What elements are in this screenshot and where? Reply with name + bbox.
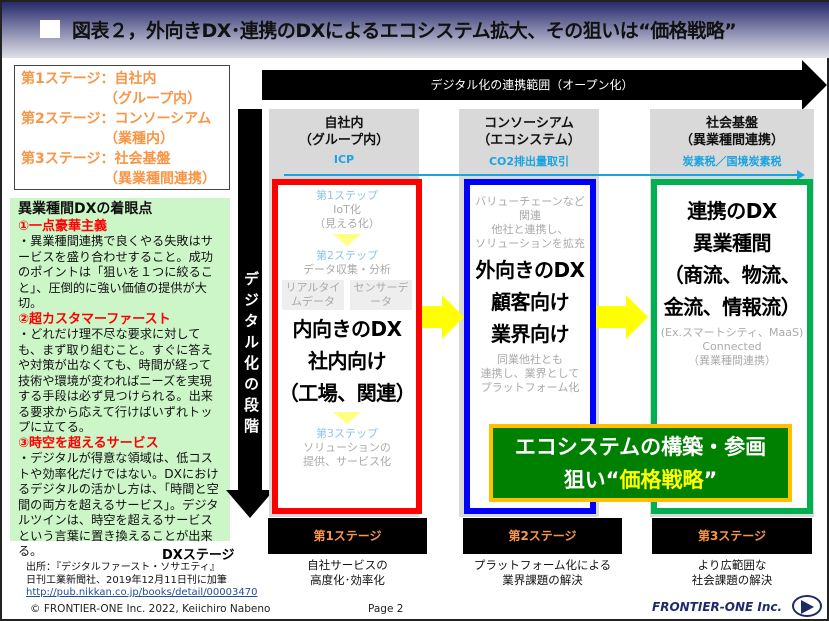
source-link[interactable]: http://pub.nikkan.co.jp/books/detail/000… [26,587,258,598]
bullet-square-icon [40,20,60,38]
aim-text: ” [703,468,718,492]
point-body: ・どれだけ理不尽な要求に対しても、まず取り組むこと。すぐに答えや対策が出なくても… [18,327,213,434]
step-label: 第1ステップ [316,189,378,202]
step-text: 提供、サービス化 [303,455,391,468]
stage-3-caption: より広範囲な社会課題の解決 [652,558,812,588]
desc-text: (Ex.スマートシティ、MaaS) [660,326,804,339]
inward-dx-frame: 第1ステップ IoT化 （見える化） 第2ステップ データ収集・分析 リアルタイ… [272,179,422,514]
dx-heading: 連携のDX [687,199,777,223]
dx-stage-label: DXステージ [162,548,235,563]
source-line: 出所：『デジタルファースト・ソサエティ』 [26,562,220,573]
column-tag: 炭素税／国境炭素税 [682,155,782,168]
desc-text: ソリューションを拡充 [475,237,585,250]
page-title: 図表２，外向きDX･連携のDXによるエコシステム拡大、その狙いは“価格戦略” [72,20,737,42]
page-number: Page 2 [368,603,404,615]
caption-line: 業界課題の解決 [502,573,583,587]
arrow-head-icon [626,295,648,339]
carbon-price-line [284,174,799,176]
step-label: 第2ステップ [316,249,378,262]
stage-3-label: 第3ステージ [652,518,812,554]
title-bar: 図表２，外向きDX･連携のDXによるエコシステム拡大、その狙いは“価格戦略” [2,2,829,58]
point-body: ・デジタルが得意な領域は、低コストや効率化だけではない。DXにおけるデジタルの活… [18,451,219,558]
dx-target: （工場、関連） [278,381,416,405]
step-text: IoT化 [333,203,361,216]
step-label: 第3ステップ [316,427,378,440]
dx-target: 異業種間 [693,231,772,255]
column-title: 社会基盤 [705,116,758,131]
stage-1-label: 第1ステージ [268,518,427,554]
column-subtitle: （異業種間連携） [679,133,784,148]
column-title: コンソーシアム [484,116,574,131]
legend-line: 第1ステージ：自社内 [21,71,157,87]
step-text: データ収集・分析 [303,263,391,276]
stage-legend: 第1ステージ：自社内 （グループ内） 第2ステージ：コンソーシアム （業種内） … [14,65,230,190]
stage-2-label: 第2ステージ [463,518,622,554]
down-arrow-icon [333,234,361,246]
digitalization-stage-arrow: デジタル化の段階 [238,109,262,491]
desc-text: 連携し、業界として [480,367,580,380]
stage-2-caption: プラットフォーム化による業界課題の解決 [463,558,622,588]
desc-text: 同業他社とも [497,353,563,366]
dx-target: 金流、情報流） [663,295,801,319]
stage-1-caption: 自社サービスの高度化･効率化 [268,558,427,588]
copyright: © FRONTIER-ONE Inc. 2022, Keiichiro Nabe… [30,603,271,615]
source-note: 出所：『デジタルファースト・ソサエティ』 日刊工業新聞社、2019年12月11日… [26,562,257,600]
ecosystem-callout: エコシステムの構築・参画 狙い“価格戦略” [489,424,792,502]
ecosystem-text: エコシステムの構築・参画 [514,435,767,459]
arrow-head-right-icon [802,60,827,110]
caption-line: プラットフォーム化による [473,558,612,572]
column-tag: CO2排出量取引 [488,155,570,168]
caption-line: 自社サービスの [307,558,388,572]
desc-text: 他社と連携し、 [491,223,569,236]
column-subtitle: （グループ内） [298,133,390,148]
column-subtitle: （エコシステム） [477,133,581,148]
desc-text: Connected [702,340,762,353]
point-heading: ③時空を超えるサービス [18,435,159,451]
key-points-box: 異業種間DXの着眼点 ①一点豪華主義 ・異業種間連携で良くやる失敗はサービスを盛… [10,198,230,558]
dx-target: （商流、物流、 [663,263,801,287]
source-line: 日刊工業新聞社、2019年12月11日刊に加筆 [26,574,227,586]
point-heading: ②超カスタマーファースト [18,311,171,327]
price-strategy-text: 価格戦略 [619,468,704,492]
legend-line: （業種内） [104,131,174,147]
dx-heading: 外向きのDX [475,258,585,282]
progress-arrow-icon [596,306,626,328]
legend-line: 第3ステージ：社会基盤 [21,151,171,167]
point-heading: ①一点豪華主義 [18,218,108,234]
desc-text: バリューチェーンなど関連 [475,195,585,222]
company-logo-icon [792,595,822,617]
point-body: ・異業種間連携で良くやる失敗はサービスを盛り合わせすること。成功のポイントは「狙… [18,234,213,310]
column-title: 自社内 [324,116,364,131]
data-box: リアルタイムデータ [282,280,344,310]
desc-text: プラットフォーム化 [480,381,580,394]
desc-text: （異業種間連携） [688,354,776,367]
aim-text: 狙い“ [563,468,620,492]
dx-heading: 内向きのDX [292,317,402,341]
column-tag: ICP [333,153,355,166]
caption-line: 高度化･効率化 [310,573,385,587]
data-box: センサーデータ [350,280,412,310]
legend-line: 第2ステージ：コンソーシアム [21,111,212,127]
arrow-head-down-icon [226,490,274,518]
dx-target: 業界向け [491,322,570,346]
dx-target: 社内向け [308,349,387,373]
arrow-head-icon [442,295,464,339]
down-arrow-icon [333,412,361,424]
legend-line: （グループ内） [104,91,202,107]
arrow-head-icon [797,170,805,180]
progress-arrow-icon [422,306,442,328]
step-text: （見える化） [314,217,380,230]
caption-line: より広範囲な [697,558,767,572]
company-logo-text: FRONTIER-ONE Inc. [652,600,783,614]
key-points-title: 異業種間DXの着眼点 [18,201,153,217]
step-text: ソリューションの [303,441,391,454]
legend-line: （異業種間連携） [104,171,216,187]
caption-line: 社会課題の解決 [691,573,773,587]
openness-arrow: デジタル化の連携範囲（オープン化） [262,70,802,100]
dx-target: 顧客向け [491,290,570,314]
